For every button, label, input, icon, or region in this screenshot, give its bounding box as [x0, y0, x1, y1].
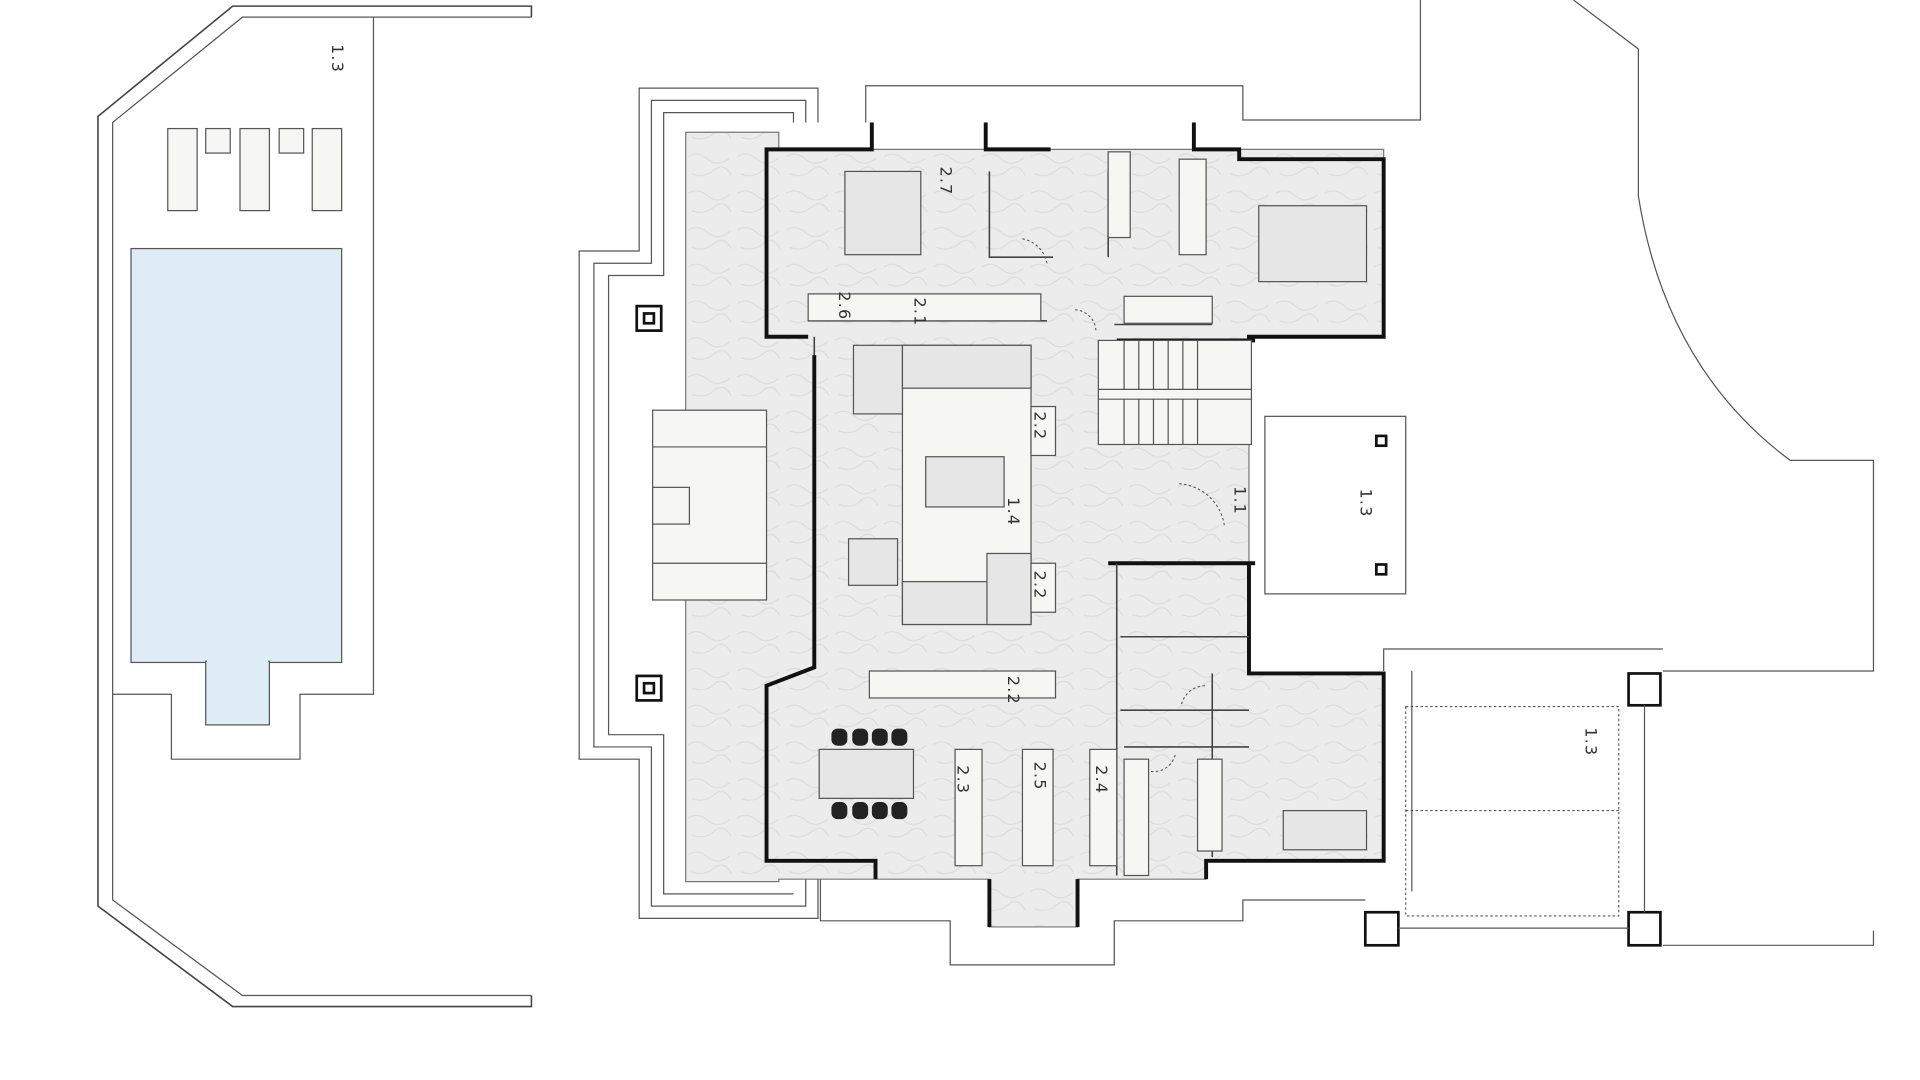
- pool-step: [205, 660, 270, 726]
- label-terrace-pool: 1.3: [328, 44, 347, 73]
- label-carport-1-3: 1.3: [1582, 727, 1601, 756]
- label-room-2-5: 2.5: [1031, 762, 1050, 791]
- label-room-2-4: 2.4: [1092, 765, 1111, 794]
- sun-loungers: [167, 127, 343, 212]
- pool: [130, 247, 343, 664]
- walls: [635, 122, 1386, 927]
- furniture: [652, 151, 1368, 877]
- terrace-steps: [578, 87, 819, 919]
- label-room-2-2-c: 2.2: [1004, 676, 1023, 705]
- label-porch-1-3: 1.3: [1356, 489, 1375, 518]
- label-room-2-6: 2.6: [835, 291, 854, 320]
- label-room-2-3: 2.3: [954, 765, 973, 794]
- label-room-2-2-b: 2.2: [1031, 571, 1050, 600]
- label-room-2-2-a: 2.2: [1031, 411, 1050, 440]
- room-labels: 1.3 2.7 2.6 2.1 2.2 1.4 2.2 2.2 1.1 1.3 …: [328, 44, 1601, 794]
- pool-terrace: [97, 5, 533, 1008]
- label-living-1-4: 1.4: [1004, 497, 1023, 526]
- label-room-2-7: 2.7: [936, 167, 955, 196]
- label-room-2-1: 2.1: [911, 298, 930, 327]
- staircase: [1097, 339, 1253, 446]
- site-outline: [819, 0, 1875, 966]
- label-hall-1-1: 1.1: [1230, 486, 1249, 515]
